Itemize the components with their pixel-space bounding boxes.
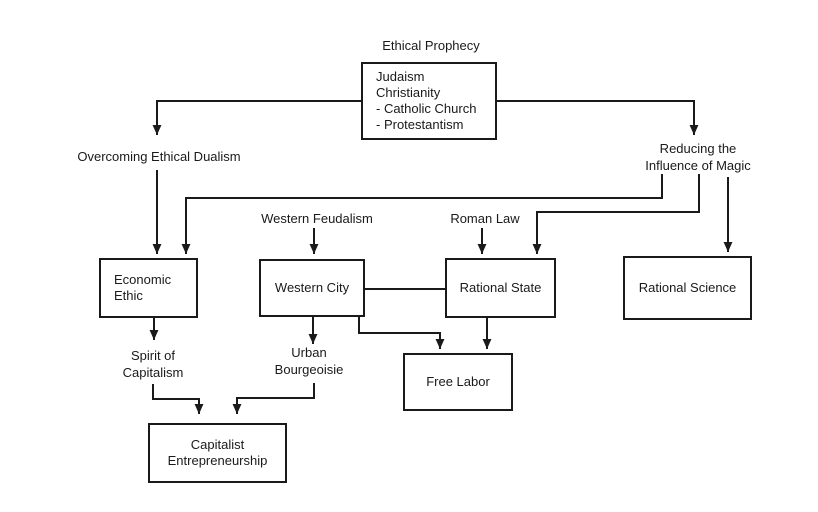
edge-religion-to-reducing-magic (497, 100, 699, 135)
node-rational-science-label: Rational Science (638, 280, 737, 295)
label-western-feudalism: Western Feudalism (261, 211, 373, 226)
node-rational-science: Rational Science (623, 256, 752, 320)
label-spirit-of-capitalism-line1: Spirit of (130, 348, 176, 363)
edge-reducing-magic-to-economic-ethic (181, 174, 663, 254)
node-capitalist-entrepreneurship-line1: Capitalist (190, 437, 245, 452)
label-urban-bourgeoisie: Urban Bourgeoisie (275, 344, 344, 378)
label-ethical-prophecy: Ethical Prophecy (382, 38, 480, 53)
node-religion-box: Judaism Christianity - Catholic Church -… (361, 62, 497, 140)
node-economic-ethic: Economic Ethic (99, 258, 198, 318)
label-reducing-influence-of-magic: Reducing the Influence of Magic (645, 140, 751, 174)
node-rational-state-label: Rational State (459, 280, 542, 295)
node-religion-line2: Christianity (376, 85, 441, 100)
label-reducing-influence-of-magic-line2: Influence of Magic (645, 158, 751, 173)
label-roman-law: Roman Law (450, 211, 520, 226)
label-overcoming-ethical-dualism: Overcoming Ethical Dualism (77, 149, 241, 164)
node-capitalist-entrepreneurship-line2: Entrepreneurship (167, 453, 268, 468)
node-economic-ethic-line1: Economic (114, 272, 172, 287)
edge-reducing-magic-to-rational-state (532, 174, 700, 254)
node-religion-line4: - Protestantism (376, 117, 464, 132)
label-spirit-of-capitalism-line2: Capitalism (122, 365, 184, 380)
label-spirit-of-capitalism: Spirit of Capitalism (123, 347, 184, 381)
node-western-city-label: Western City (274, 280, 350, 295)
edge-urban-bourgeoisie-to-capitalist-entrepreneurship (232, 383, 315, 414)
label-urban-bourgeoisie-line2: Bourgeoisie (274, 362, 344, 377)
edge-spirit-of-capitalism-to-capitalist-entrepreneurship (152, 384, 204, 414)
label-urban-bourgeoisie-line1: Urban (291, 345, 327, 360)
node-economic-ethic-line2: Ethic (114, 288, 143, 303)
node-free-labor-label: Free Labor (426, 374, 490, 389)
node-free-labor: Free Labor (403, 353, 513, 411)
label-reducing-influence-of-magic-line1: Reducing the (659, 141, 737, 156)
edge-religion-to-overcoming-dualism (152, 100, 361, 135)
node-capitalist-entrepreneurship: Capitalist Entrepreneurship (148, 423, 287, 483)
node-western-city: Western City (259, 259, 365, 317)
node-religion-line1: Judaism (376, 69, 425, 84)
edge-western-city-to-free-labor (358, 317, 445, 349)
node-rational-state: Rational State (445, 258, 556, 318)
node-religion-line3: - Catholic Church (376, 101, 477, 116)
